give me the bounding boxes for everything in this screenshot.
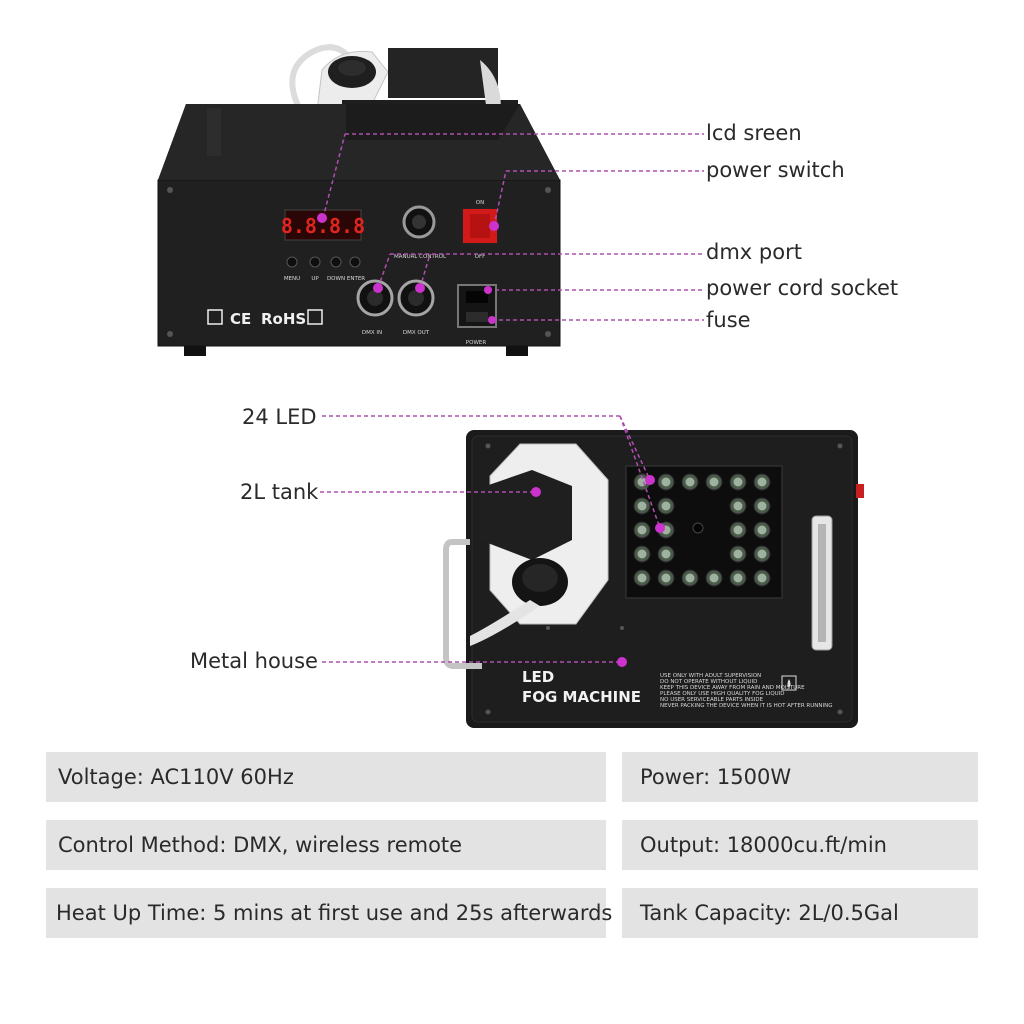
menu-buttons: MENU UP DOWN ENTER — [284, 256, 365, 282]
button-label-enter: ENTER — [347, 276, 365, 282]
warning-line: PLEASE ONLY USE HIGH QUALITY FOG LIQUID — [660, 691, 785, 697]
led-lens — [733, 549, 743, 559]
led-lens — [685, 477, 695, 487]
callout-2l-tank: 2L tank — [240, 480, 319, 504]
led-lens — [637, 549, 647, 559]
fog-machine-back-view: 8.8.8.8 MENU UP DOWN ENTER MANUAL CONTRO… — [157, 44, 561, 356]
led-lens — [733, 573, 743, 583]
warning-flame-icon — [781, 675, 797, 691]
led-lens — [757, 525, 767, 535]
switch-off-label: OFF — [475, 254, 486, 260]
warning-text: USE ONLY WITH ADULT SUPERVISION DO NOT O… — [660, 673, 832, 709]
led-lens — [685, 573, 695, 583]
warning-line: NO USER SERVICEABLE PARTS INSIDE — [660, 697, 764, 703]
callout-fuse: fuse — [706, 308, 751, 332]
led-lens — [757, 477, 767, 487]
callout-power-cord-socket: power cord socket — [706, 276, 899, 300]
led-lens — [757, 573, 767, 583]
switch-on-label: ON — [476, 200, 484, 206]
led-lens — [709, 477, 719, 487]
led-lens — [661, 501, 671, 511]
spec-output: Output: 18000cu.ft/min — [622, 820, 978, 870]
power-label: POWER — [466, 340, 487, 346]
led-lens — [733, 501, 743, 511]
lcd-display — [284, 209, 362, 241]
callout-power-switch: power switch — [706, 158, 845, 182]
callout-metal-house: Metal house — [190, 649, 318, 673]
callout-dmx-port: dmx port — [706, 240, 802, 264]
button-label-down: DOWN — [327, 276, 345, 282]
led-lens — [661, 477, 671, 487]
led-lens — [637, 525, 647, 535]
callout-lines-bottom — [320, 415, 665, 667]
led-lens — [637, 573, 647, 583]
led-lens — [733, 525, 743, 535]
fog-machine-front-view: LED FOG MACHINE USE ONLY WITH ADULT SUPE… — [443, 430, 864, 728]
led-lens — [661, 573, 671, 583]
spec-heat-up-time: Heat Up Time: 5 mins at first use and 25… — [46, 888, 612, 938]
warning-line: DO NOT OPERATE WITHOUT LIQUID — [660, 679, 757, 685]
cert-ce: CE — [230, 310, 251, 328]
button-label-up: UP — [311, 276, 319, 282]
callout-lines-top — [317, 133, 704, 324]
dmx-out-label: DMX OUT — [403, 330, 430, 336]
led-lens — [757, 549, 767, 559]
warning-line: KEEP THIS DEVICE AWAY FROM RAIN AND MOIS… — [660, 685, 805, 691]
spec-tank-capacity: Tank Capacity: 2L/0.5Gal — [622, 888, 978, 938]
warning-line: NEVER PACKING THE DEVICE WHEN IT IS HOT … — [660, 703, 832, 709]
fuse-holder — [466, 312, 488, 322]
warning-line: USE ONLY WITH ADULT SUPERVISION — [660, 673, 761, 679]
manual-control-label: MANUAL CONTROL — [394, 254, 447, 260]
spec-voltage: Voltage: AC110V 60Hz — [46, 752, 606, 802]
spec-control-method: Control Method: DMX, wireless remote — [46, 820, 606, 870]
led-lens — [757, 501, 767, 511]
led-lens — [733, 477, 743, 487]
spec-power: Power: 1500W — [622, 752, 978, 802]
led-lens — [709, 573, 719, 583]
callout-24-led: 24 LED — [242, 405, 317, 429]
callout-lcd-screen: lcd sreen — [706, 121, 802, 145]
machine-title-led: LED — [522, 668, 554, 686]
led-lens — [661, 549, 671, 559]
cert-rohs: RoHS — [261, 310, 306, 328]
button-label-menu: MENU — [284, 276, 300, 282]
led-lens — [637, 501, 647, 511]
machine-title-fog: FOG MACHINE — [522, 688, 641, 706]
dmx-in-label: DMX IN — [362, 330, 382, 336]
